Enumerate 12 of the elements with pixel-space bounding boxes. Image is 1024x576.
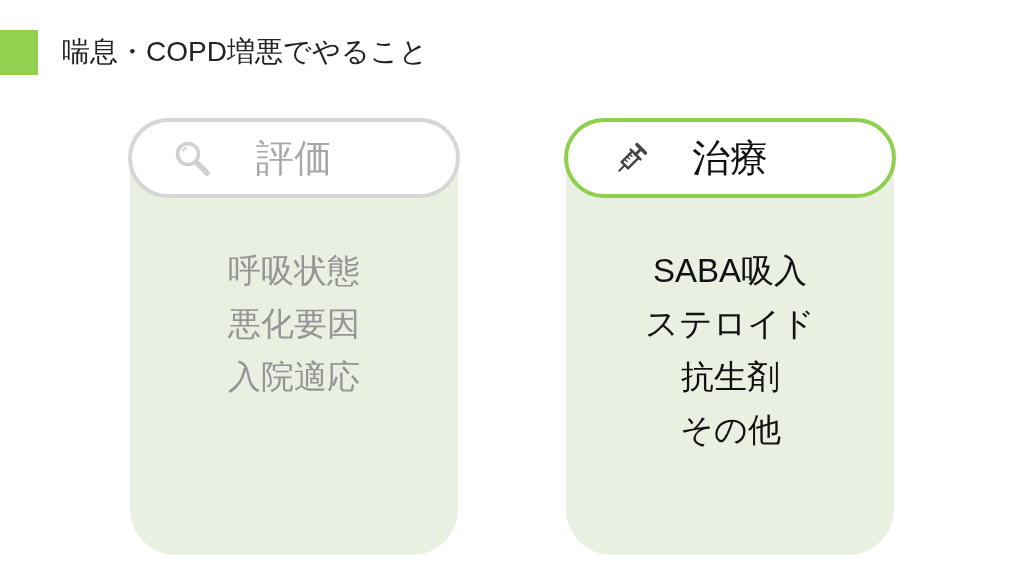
category-card xyxy=(130,118,458,555)
list-item: 抗生剤 xyxy=(680,357,780,397)
list-item: SABA吸入 xyxy=(652,251,807,291)
list-item: 悪化要因 xyxy=(228,304,360,344)
card-heading: 治療 xyxy=(692,136,768,181)
list-item: ステロイド xyxy=(645,304,815,344)
list-item: その他 xyxy=(679,410,781,450)
slide-title: 喘息・COPD増悪でやること xyxy=(62,35,428,69)
card-heading: 評価 xyxy=(256,136,332,181)
list-item: 呼吸状態 xyxy=(228,251,360,291)
category-card xyxy=(566,118,894,555)
list-item: 入院適応 xyxy=(228,357,360,397)
